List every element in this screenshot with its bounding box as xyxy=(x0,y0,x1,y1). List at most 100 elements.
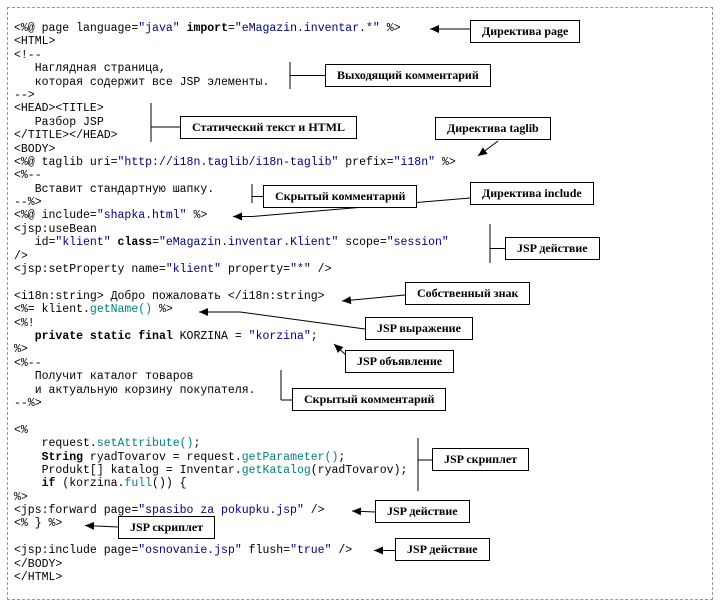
code-line xyxy=(14,531,456,544)
label-box-static-text-html: Статический текст и HTML xyxy=(180,116,357,139)
code-line: <jps:forward page="spasibo za pokupku.js… xyxy=(14,504,456,517)
code-segment: <jps:forward page= xyxy=(14,504,139,518)
code-segment: flush= xyxy=(241,544,291,558)
code-segment: <% } %> xyxy=(14,517,63,531)
code-line: id="klient" class="eMagazin.inventar.Kli… xyxy=(14,236,456,249)
code-line: %> xyxy=(14,491,456,504)
jsp-source-code: <%@ page language="java" import="eMagazi… xyxy=(14,22,456,584)
code-line: %> xyxy=(14,343,456,356)
code-segment: Вставит стандартную шапку. xyxy=(14,182,215,196)
code-line: String ryadTovarov = request.getParamete… xyxy=(14,451,456,464)
code-segment: getKatalog xyxy=(241,463,311,477)
code-line: --%> xyxy=(14,196,456,209)
code-segment: которая содержит все JSP элементы. xyxy=(14,75,270,89)
code-segment: ; xyxy=(310,329,318,343)
code-segment: --%> xyxy=(14,396,42,410)
code-segment xyxy=(14,451,42,464)
code-line xyxy=(14,276,456,289)
code-segment: <jsp:useBean xyxy=(14,222,97,236)
label-box-directive-page: Директива page xyxy=(470,20,581,43)
code-line: <%= klient.getName() %> xyxy=(14,303,456,316)
code-segment: "eMagazin.inventar.*" xyxy=(234,22,380,35)
label-box-hidden-comment-1: Скрытый комментарий xyxy=(263,185,418,208)
code-segment: Получит каталог товаров xyxy=(14,370,194,384)
label-box-jsp-action-2: JSP действие xyxy=(375,500,470,523)
code-line: <HEAD><TITLE> xyxy=(14,102,456,115)
code-segment: "http://i18n.taglib/i18n-taglib" xyxy=(117,155,339,169)
code-line: Получит каталог товаров xyxy=(14,370,456,383)
code-segment: property= xyxy=(221,263,291,277)
code-segment: /> xyxy=(331,544,353,558)
code-line: <% } %> xyxy=(14,517,456,530)
code-segment: "session" xyxy=(386,236,449,250)
code-line: --> xyxy=(14,89,456,102)
code-segment: <%@ include= xyxy=(14,209,97,223)
code-segment: --%> xyxy=(14,196,42,210)
code-segment: if xyxy=(41,477,56,491)
code-segment: = xyxy=(227,22,235,35)
connector-directive-taglib xyxy=(477,140,499,157)
code-line: <i18n:string> Добро пожаловать </i18n:st… xyxy=(14,290,456,303)
code-segment: %> xyxy=(186,209,208,223)
code-line: </BODY> xyxy=(14,558,456,571)
code-segment: Разбор JSP xyxy=(14,115,104,129)
code-segment: и актуальную корзину покупателя. xyxy=(14,383,256,397)
code-line: <%-- xyxy=(14,169,456,182)
code-line: Produkt[] katalog = Inventar.getKatalog(… xyxy=(14,464,456,477)
code-segment: ()) { xyxy=(152,477,187,491)
code-segment: <%@ page language= xyxy=(14,22,139,35)
code-line: if (korzina.full()) { xyxy=(14,477,456,490)
code-segment: ; xyxy=(193,437,201,451)
label-box-directive-taglib: Директива taglib xyxy=(435,117,551,140)
code-segment: "osnovanie.jsp" xyxy=(138,544,242,558)
code-segment: <!-- xyxy=(14,48,42,62)
code-line: <%! xyxy=(14,317,456,330)
code-segment xyxy=(14,330,35,343)
code-line: Наглядная страница, xyxy=(14,62,456,75)
code-segment: id= xyxy=(14,236,56,250)
code-segment: full xyxy=(124,477,153,491)
label-box-custom-tag: Собственный знак xyxy=(405,282,531,305)
code-segment: Produkt[] katalog = Inventar. xyxy=(14,463,242,477)
label-box-hidden-comment-2: Скрытый комментарий xyxy=(292,388,447,411)
code-segment: getName() xyxy=(89,303,153,317)
code-segment: %> xyxy=(379,22,401,35)
code-line: <!-- xyxy=(14,49,456,62)
code-segment: "i18n" xyxy=(393,155,436,169)
label-box-jsp-scriptlet-2: JSP скриплет xyxy=(118,516,216,539)
code-segment: <i18n:string> Добро пожаловать </i18n:st… xyxy=(14,289,325,303)
code-segment: <BODY> xyxy=(14,142,56,156)
code-segment: /> xyxy=(14,249,28,263)
code-segment: "klient" xyxy=(165,263,222,277)
code-segment xyxy=(180,22,187,35)
code-segment: <jsp:include page= xyxy=(14,544,139,558)
code-segment: prefix= xyxy=(338,155,394,169)
code-segment: ryadTovarov = request. xyxy=(83,450,242,464)
code-segment: ; xyxy=(338,450,346,464)
code-segment: </HTML> xyxy=(14,571,63,585)
code-segment: %> xyxy=(14,343,28,357)
code-line: <jsp:include page="osnovanie.jsp" flush=… xyxy=(14,544,456,557)
code-segment: "java" xyxy=(138,22,180,35)
code-line: private static final KORZINA = "korzina"… xyxy=(14,330,456,343)
code-line: </HTML> xyxy=(14,571,456,584)
code-segment: <HEAD><TITLE> xyxy=(14,102,104,116)
code-line: <%@ taglib uri="http://i18n.taglib/i18n-… xyxy=(14,156,456,169)
code-line: Вставит стандартную шапку. xyxy=(14,183,456,196)
code-line: <%-- xyxy=(14,357,456,370)
code-line: <BODY> xyxy=(14,143,456,156)
code-segment: getParameter() xyxy=(241,450,339,464)
label-box-jsp-action-3: JSP действие xyxy=(395,538,490,561)
code-line: request.setAttribute(); xyxy=(14,437,456,450)
code-line: /> xyxy=(14,250,456,263)
code-segment xyxy=(14,477,42,490)
code-segment: KORZINA = xyxy=(172,329,249,343)
code-segment: = xyxy=(152,236,159,250)
code-segment: </TITLE></HEAD> xyxy=(14,129,118,143)
code-line: <jsp:setProperty name="klient" property=… xyxy=(14,263,456,276)
code-segment: "true" xyxy=(290,544,332,558)
code-line: <jsp:useBean xyxy=(14,223,456,236)
code-segment: <%-- xyxy=(14,169,42,183)
label-box-jsp-scriptlet-1: JSP скриплет xyxy=(432,448,530,471)
